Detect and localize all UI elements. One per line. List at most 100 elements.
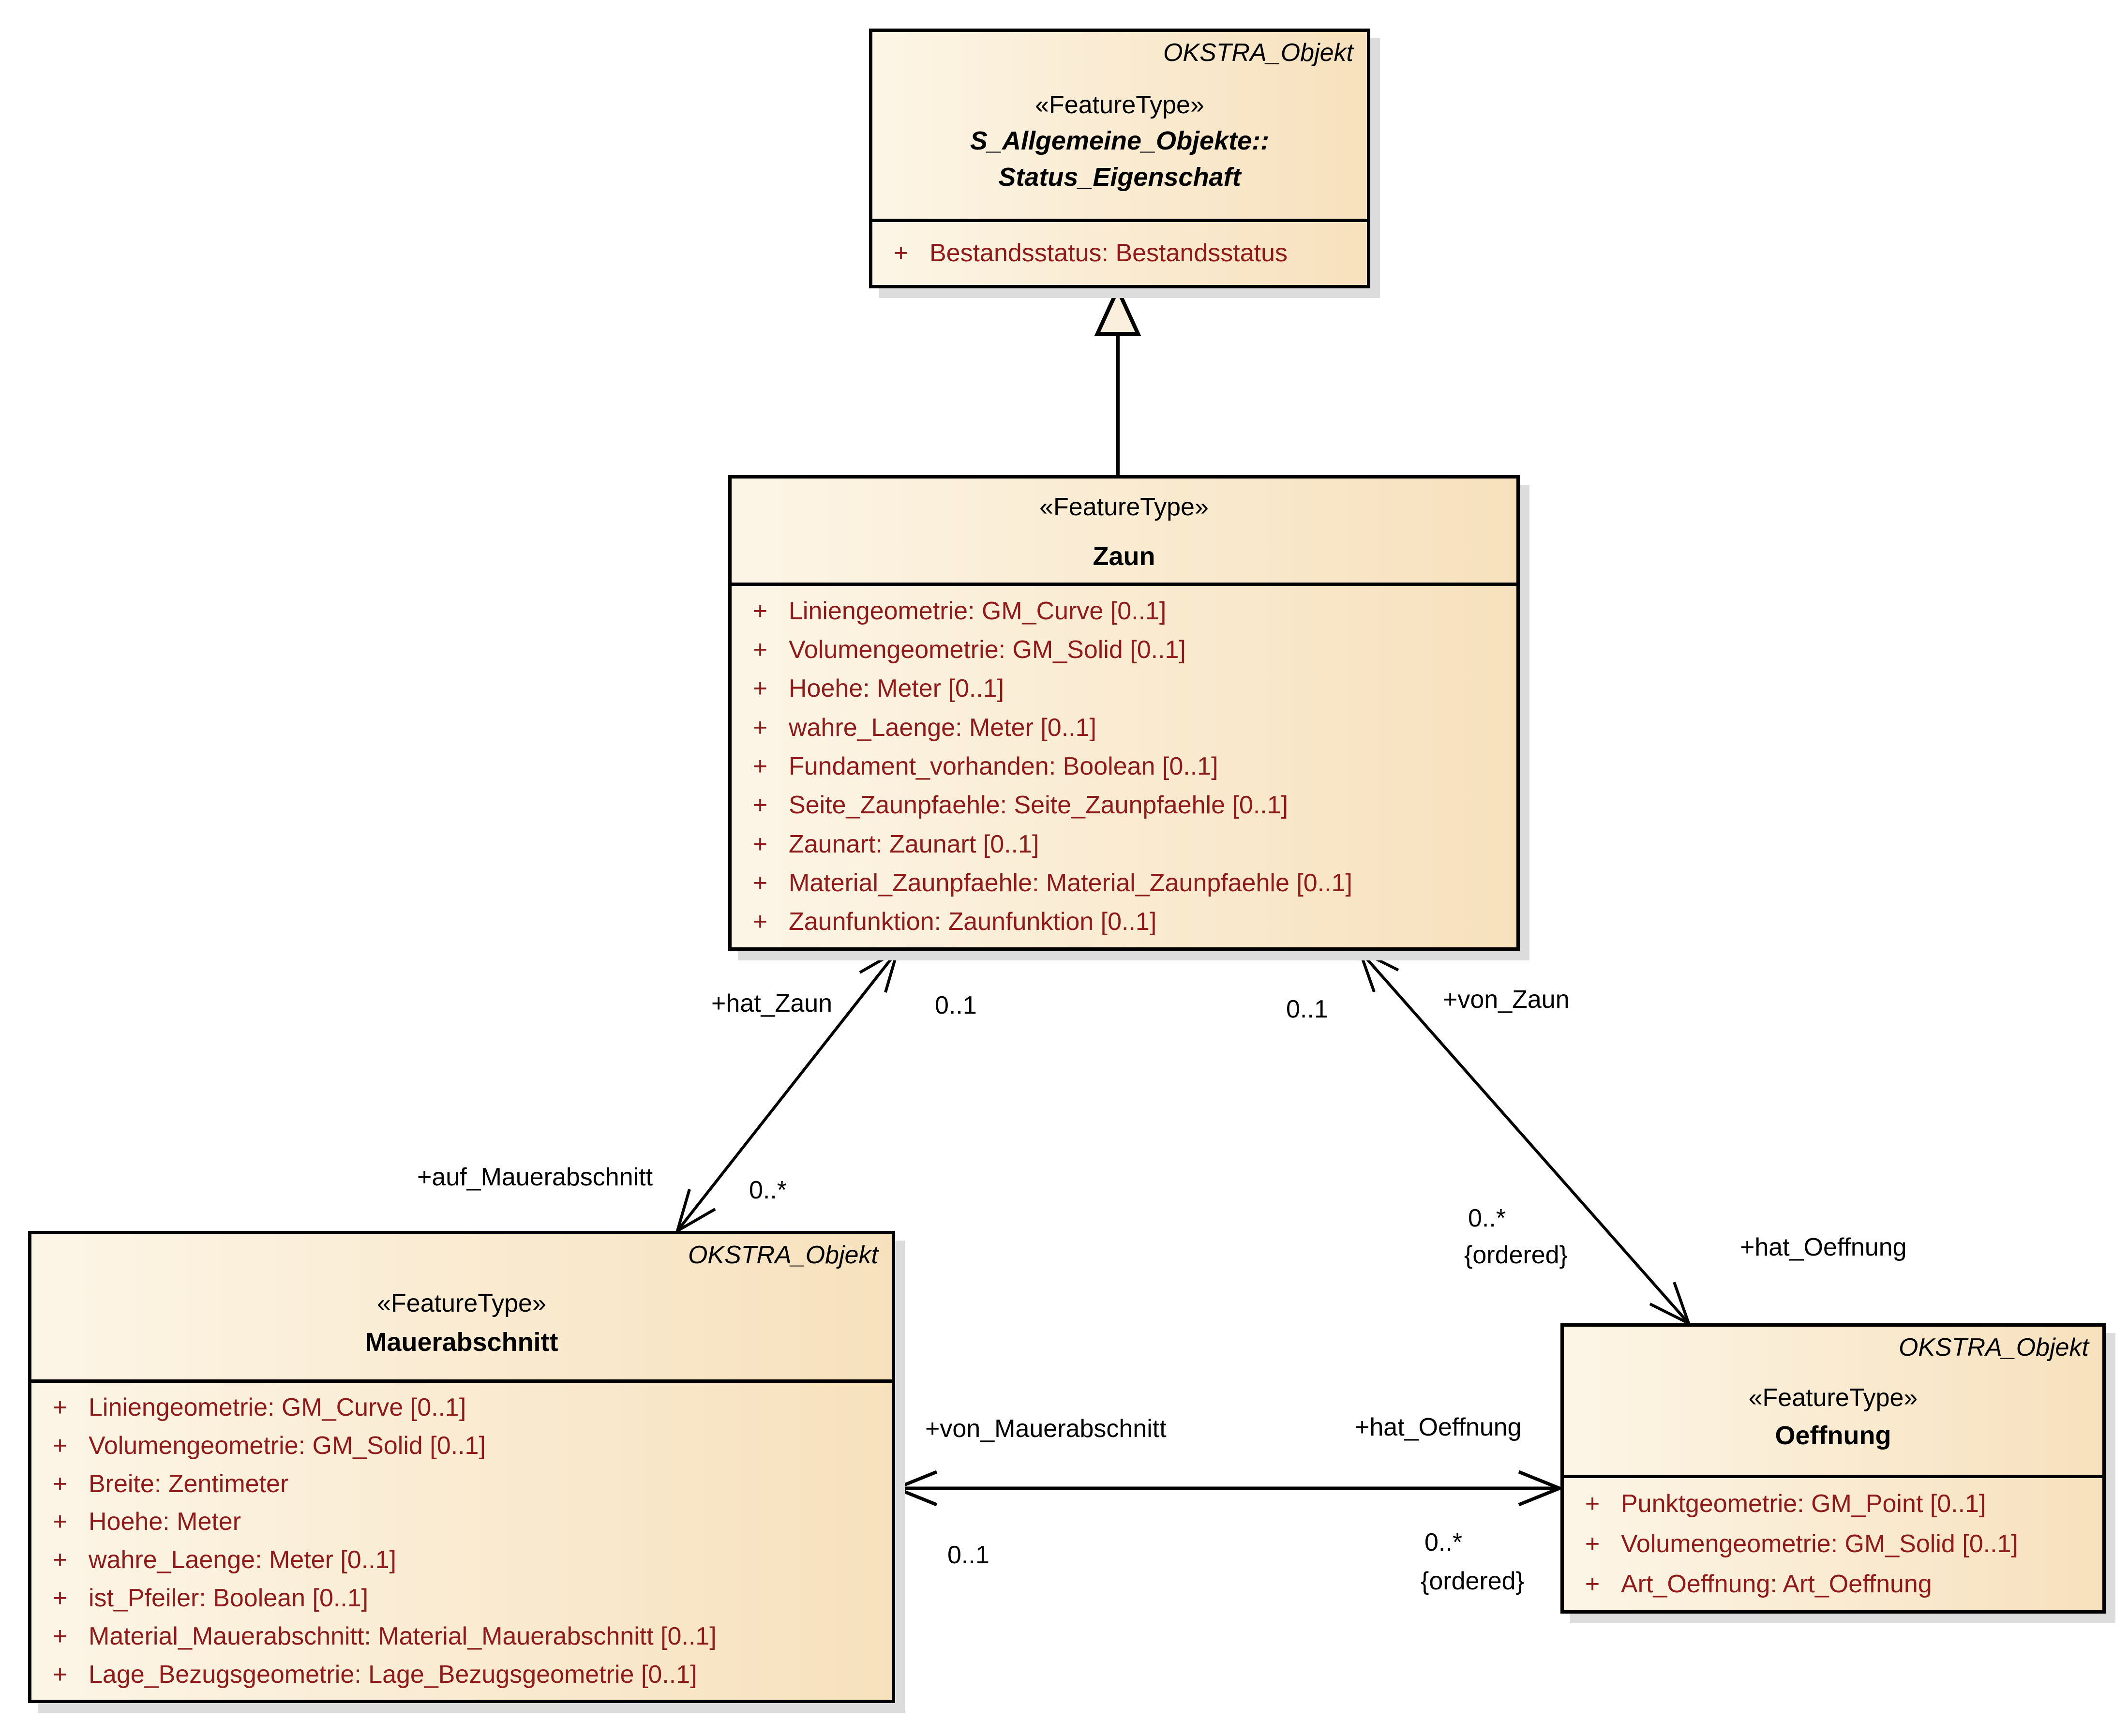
attribute-text: wahre_Laenge: Meter [0..1] (89, 1546, 396, 1574)
attribute-text: Bestandsstatus: Bestandsstatus (929, 239, 1288, 268)
attribute-text: Lage_Bezugsgeometrie: Lage_Bezugsgeometr… (89, 1660, 697, 1689)
attribute-text: Zaunart: Zaunart [0..1] (789, 830, 1039, 858)
role-label-hat-oeffnung-mauer: +hat_Oeffnung (1355, 1413, 1522, 1441)
role-label-hat-zaun: +hat_Zaun (711, 989, 833, 1018)
attribute-row: + Volumengeometrie: GM_Solid [0..1] (31, 1432, 892, 1460)
attribute-text: Volumengeometrie: GM_Solid [0..1] (89, 1431, 486, 1460)
stereotype-label: «FeatureType» (377, 1289, 546, 1317)
attribute-visibility: + (752, 674, 768, 703)
attribute-visibility: + (52, 1584, 68, 1613)
attribute-text: Volumengeometrie: GM_Solid [0..1] (789, 635, 1186, 664)
association-mauerabschnitt-oeffnung (891, 1470, 1564, 1507)
attribute-text: Liniengeometrie: GM_Curve [0..1] (789, 597, 1167, 625)
attribute-row: + Material_Zaunpfaehle: Material_Zaunpfae… (732, 869, 1516, 897)
attribute-text: ist_Pfeiler: Boolean [0..1] (89, 1584, 369, 1613)
role-label-von-mauerabschnitt: +von_Mauerabschnitt (925, 1415, 1167, 1443)
attribute-text: Breite: Zentimeter (89, 1469, 289, 1498)
stereotype-label: «FeatureType» (1039, 493, 1209, 522)
stereotype-label: «FeatureType» (1035, 90, 1204, 119)
attribute-visibility: + (752, 830, 768, 858)
arrowhead (891, 1470, 938, 1507)
class-box-mauerabschnitt: OKSTRA_Objekt «FeatureType» Mauerabschni… (28, 1231, 895, 1703)
attribute-row: + Hoehe: Meter (31, 1508, 892, 1536)
class-name: Zaun (1093, 542, 1155, 571)
class-name: Status_Eigenschaft (998, 163, 1241, 192)
attribute-row: + Bestandsstatus: Bestandsstatus (872, 239, 1367, 267)
constraint-label-ordered-mauer: {ordered} (1421, 1567, 1524, 1595)
attribute-visibility: + (52, 1660, 68, 1689)
attribute-text: Liniengeometrie: GM_Curve [0..1] (89, 1393, 466, 1422)
attribute-text: Zaunfunktion: Zaunfunktion [0..1] (789, 908, 1157, 936)
attribute-visibility: + (1585, 1529, 1600, 1558)
class-box-zaun: «FeatureType» Zaun + Liniengeometrie: GM_… (728, 475, 1520, 951)
attribute-visibility: + (752, 908, 768, 936)
attribute-visibility: + (52, 1431, 68, 1460)
attribute-row: + Fundament_vorhanden: Boolean [0..1] (732, 752, 1516, 780)
attribute-visibility: + (52, 1469, 68, 1498)
attribute-visibility: + (752, 791, 768, 820)
attribute-row: +Seite_Zaunpfaehle: Seite_Zaunpfaehle [0… (732, 792, 1516, 819)
multiplicity-label-hat-zaun: 0..1 (935, 991, 977, 1019)
multiplicity-label-auf-mauerabschnitt: 0..* (749, 1176, 787, 1204)
attribute-text: Material_Mauerabschnitt: Material_Mauera… (89, 1622, 717, 1651)
attribute-row: + Zaunfunktion: Zaunfunktion [0..1] (732, 908, 1516, 936)
generalization-triangle (1094, 284, 1141, 336)
attribute-text: Hoehe: Meter [0..1] (789, 674, 1004, 703)
package-label: OKSTRA_Objekt (688, 1241, 878, 1269)
attribute-row: + Material_Mauerabschnitt: Material_Mauer… (31, 1622, 892, 1651)
attribute-visibility: + (893, 239, 909, 268)
class-box-oeffnung: OKSTRA_Objekt «FeatureType» Oeffnung + Pu… (1560, 1323, 2106, 1614)
class-name: S_Allgemeine_Objekte:: (970, 126, 1270, 156)
attribute-row: + wahre_Laenge: Meter [0..1] (732, 714, 1516, 742)
attribute-text: Hoehe: Meter (89, 1508, 241, 1536)
attribute-text: Volumengeometrie: GM_Solid [0..1] (1621, 1529, 2018, 1558)
multiplicity-label-hat-oeffnung-zaun: 0..* (1468, 1204, 1506, 1232)
attribute-text: Art_Oeffnung: Art_Oeffnung (1621, 1570, 1932, 1598)
stereotype-label: «FeatureType» (1748, 1383, 1918, 1412)
attribute-row: + Liniengeometrie: GM_Curve [0..1] (31, 1393, 892, 1422)
attribute-row: + ist_Pfeiler: Boolean [0..1] (31, 1585, 892, 1612)
arrowhead (1357, 947, 1399, 992)
attribute-text: Fundament_vorhanden: Boolean [0..1] (789, 752, 1218, 780)
class-name: Oeffnung (1775, 1421, 1891, 1450)
attribute-row: + Volumengeometrie: GM_Solid [0..1] (732, 636, 1516, 664)
attribute-row: + Breite: Zentimeter (31, 1470, 892, 1498)
arrowhead (1518, 1470, 1564, 1507)
attribute-visibility: + (1585, 1570, 1600, 1598)
package-label: OKSTRA_Objekt (1898, 1333, 2089, 1362)
class-name: Mauerabschnitt (365, 1327, 558, 1357)
attribute-row: + Liniengeometrie: GM_Curve [0..1] (732, 597, 1516, 625)
attribute-row: + Punktgeometrie: GM_Point [0..1] (1564, 1490, 2102, 1518)
constraint-label-ordered-zaun: {ordered} (1464, 1241, 1568, 1269)
multiplicity-label-von-zaun: 0..1 (1286, 995, 1328, 1023)
attribute-row: + Zaunart: Zaunart [0..1] (732, 830, 1516, 858)
role-label-auf-mauerabschnitt: +auf_Mauerabschnitt (417, 1163, 653, 1191)
multiplicity-label-von-mauerabschnitt: 0..1 (947, 1541, 989, 1569)
attribute-visibility: + (52, 1508, 68, 1536)
multiplicity-label-hat-oeffnung-mauer: 0..* (1424, 1528, 1463, 1556)
class-box-status-eigenschaft: OKSTRA_Objekt «FeatureType» S_Allgemeine… (869, 29, 1370, 288)
generalization-zaun-status (1094, 284, 1141, 477)
attribute-text: Punktgeometrie: GM_Point [0..1] (1621, 1489, 1986, 1518)
attribute-visibility: + (752, 635, 768, 664)
attribute-visibility: + (752, 597, 768, 625)
attribute-row: + wahre_Laenge: Meter [0..1] (31, 1546, 892, 1574)
attribute-visibility: + (752, 713, 768, 742)
attribute-row: + Volumengeometrie: GM_Solid [0..1] (1564, 1530, 2102, 1558)
attribute-visibility: + (52, 1546, 68, 1574)
attribute-visibility: + (752, 752, 768, 780)
attribute-visibility: + (1585, 1489, 1600, 1518)
attribute-visibility: + (52, 1393, 68, 1422)
attribute-visibility: + (52, 1622, 68, 1651)
attribute-row: + Lage_Bezugsgeometrie: Lage_Bezugsgeomet… (31, 1661, 892, 1689)
attribute-text: Material_Zaunpfaehle: Material_Zaunpfaeh… (789, 868, 1352, 897)
role-label-von-zaun: +von_Zaun (1443, 986, 1570, 1014)
attribute-visibility: + (752, 868, 768, 897)
attribute-text: wahre_Laenge: Meter [0..1] (789, 713, 1096, 742)
attribute-row: + Art_Oeffnung: Art_Oeffnung (1564, 1570, 2102, 1598)
attribute-row: + Hoehe: Meter [0..1] (732, 675, 1516, 703)
role-label-hat-oeffnung-zaun: +hat_Oeffnung (1740, 1233, 1907, 1261)
package-label: OKSTRA_Objekt (1163, 39, 1353, 67)
